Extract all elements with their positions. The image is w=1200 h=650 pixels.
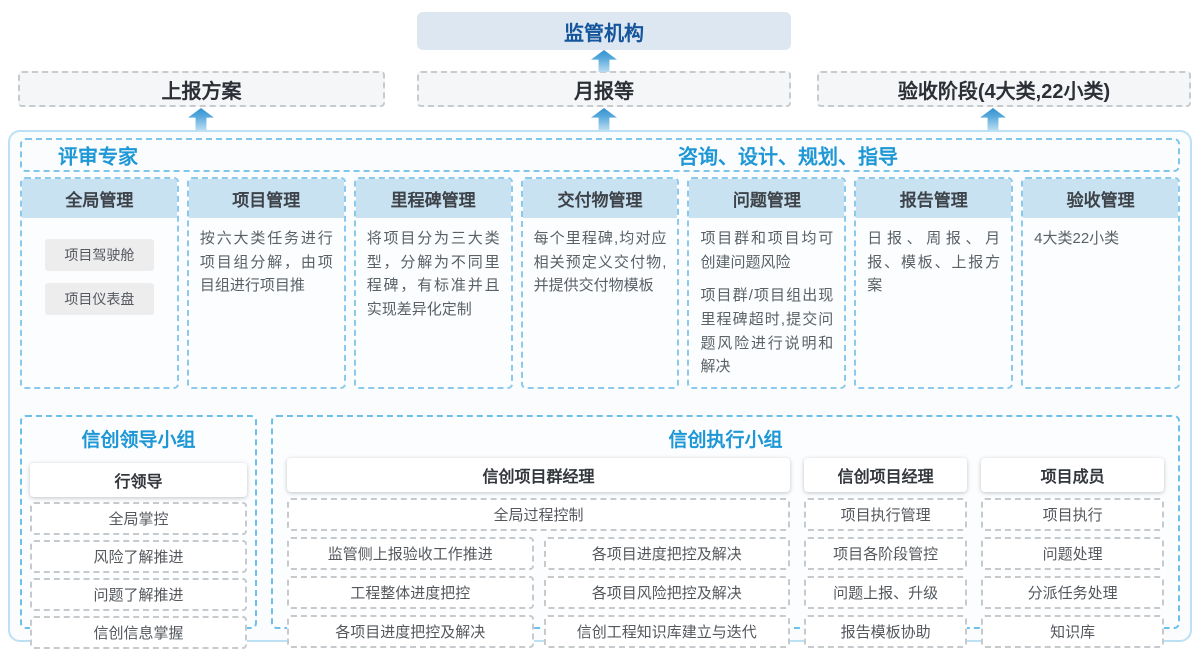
column-text: 项目群/项目组出现里程碑超时,提交问题风险进行说明和解决: [700, 287, 834, 376]
program-manager-item: 工程整体进度把控: [287, 576, 534, 609]
column-issue-management: 问题管理 项目群和项目均可创建问题风险 项目群/项目组出现里程碑超时,提交问题风…: [687, 177, 847, 389]
leadership-group-box: 信创领导小组 行领导 全局掌控 风险了解推进 问题了解推进 信创信息掌握: [20, 415, 257, 649]
program-manager-item: 信创工程知识库建立与迭代: [543, 615, 790, 648]
monthly-report-box: 月报等: [417, 71, 791, 107]
column-milestone-management: 里程碑管理 将项目分为三大类型，分解为不同里程碑，有标准并且实现差异化定制: [353, 177, 513, 389]
column-global-management: 全局管理 项目驾驶舱 项目仪表盘: [20, 177, 179, 389]
column-title: 问题管理: [689, 179, 845, 218]
program-manager-section: 信创项目群经理 全局过程控制 监管侧上报验收工作推进 各项目进度把控及解决 工程…: [287, 458, 790, 648]
column-text: 日报、周报、月报、模板、上报方案: [867, 230, 1001, 295]
execution-group-title: 信创执行小组: [668, 430, 783, 451]
arrow-up-icon: [591, 50, 617, 72]
management-columns: 全局管理 项目驾驶舱 项目仪表盘 项目管理 按六大类任务进行项目组分解，由项目组…: [20, 177, 1181, 389]
column-title: 报告管理: [856, 179, 1012, 218]
project-manager-section: 信创项目经理 项目执行管理 项目各阶段管控 问题上报、升级 报告模板协助: [804, 458, 968, 648]
project-manager-item: 问题上报、升级: [804, 576, 968, 609]
program-manager-item: 全局过程控制: [287, 498, 790, 531]
leader-item: 信创信息掌握: [30, 616, 247, 649]
leadership-group-title: 信创领导小组: [81, 430, 196, 451]
project-manager-item: 报告模板协助: [804, 615, 968, 648]
arrow-up-icon: [188, 108, 214, 130]
chip-project-dashboard: 项目仪表盘: [45, 283, 154, 316]
program-manager-role: 信创项目群经理: [287, 458, 790, 492]
column-body: 4大类22小类: [1023, 218, 1178, 270]
column-project-management: 项目管理 按六大类任务进行项目组分解，由项目组进行项目推: [186, 177, 346, 389]
arrow-up-icon: [980, 108, 1006, 130]
project-member-role: 项目成员: [981, 458, 1164, 492]
project-member-section: 项目成员 项目执行 问题处理 分派任务处理 知识库: [981, 458, 1164, 648]
column-title: 里程碑管理: [355, 179, 511, 218]
column-deliverable-management: 交付物管理 每个里程碑,均对应相关预定义交付物,并提供交付物模板: [520, 177, 680, 389]
project-member-item: 分派任务处理: [981, 576, 1164, 609]
column-title: 验收管理: [1023, 179, 1179, 218]
column-title: 全局管理: [22, 179, 177, 218]
execution-group-box: 信创执行小组 信创项目群经理 全局过程控制 监管侧上报验收工作推进 各项目进度把…: [271, 415, 1180, 648]
column-body: 将项目分为三大类型，分解为不同里程碑，有标准并且实现差异化定制: [356, 218, 511, 341]
execution-sections: 信创项目群经理 全局过程控制 监管侧上报验收工作推进 各项目进度把控及解决 工程…: [287, 458, 1164, 648]
program-manager-item: 各项目进度把控及解决: [287, 615, 534, 648]
regulator-box: 监管机构: [417, 12, 791, 50]
column-acceptance-management: 验收管理 4大类22小类: [1021, 177, 1181, 389]
project-member-item: 项目执行: [981, 498, 1164, 531]
consulting-design-label: 咨询、设计、规划、指导: [678, 146, 898, 169]
groups-row: 信创领导小组 行领导 全局掌控 风险了解推进 问题了解推进 信创信息掌握 信创执…: [20, 415, 1180, 649]
experts-band: 评审专家 咨询、设计、规划、指导: [20, 138, 1180, 172]
column-text: 4大类22小类: [1034, 230, 1120, 247]
program-manager-item: 监管侧上报验收工作推进: [287, 537, 534, 570]
report-plan-box: 上报方案: [18, 71, 385, 107]
project-manager-item: 项目执行管理: [804, 498, 968, 531]
column-body: 项目驾驶舱 项目仪表盘: [22, 218, 177, 324]
project-manager-item: 项目各阶段管控: [804, 537, 968, 570]
column-title: 交付物管理: [522, 179, 678, 218]
leader-item: 全局掌控: [30, 502, 247, 535]
column-body: 每个里程碑,均对应相关预定义交付物,并提供交付物模板: [523, 218, 678, 317]
leader-item: 风险了解推进: [30, 540, 247, 573]
platform-container: 评审专家 咨询、设计、规划、指导 全局管理 项目驾驶舱 项目仪表盘 项目管理 按…: [8, 130, 1192, 649]
column-text: 将项目分为三大类型，分解为不同里程碑，有标准并且实现差异化定制: [366, 230, 500, 319]
program-manager-grid: 监管侧上报验收工作推进 各项目进度把控及解决 工程整体进度把控 各项目风险把控及…: [287, 537, 790, 648]
column-body: 日报、周报、月报、模板、上报方案: [856, 218, 1011, 317]
project-member-item: 问题处理: [981, 537, 1164, 570]
arrow-up-icon: [591, 108, 617, 130]
column-title: 项目管理: [188, 179, 344, 218]
column-report-management: 报告管理 日报、周报、月报、模板、上报方案: [854, 177, 1014, 389]
acceptance-stage-box: 验收阶段(4大类,22小类): [817, 71, 1191, 107]
column-text: 每个里程碑,均对应相关预定义交付物,并提供交付物模板: [533, 230, 667, 295]
project-member-item: 知识库: [981, 615, 1164, 648]
column-body: 按六大类任务进行项目组分解，由项目组进行项目推: [189, 218, 344, 317]
column-text: 项目群和项目均可创建问题风险: [700, 230, 834, 271]
program-manager-item: 各项目进度把控及解决: [543, 537, 790, 570]
chip-project-cockpit: 项目驾驶舱: [45, 239, 154, 272]
leader-item: 问题了解推进: [30, 578, 247, 611]
column-body: 项目群和项目均可创建问题风险 项目群/项目组出现里程碑超时,提交问题风险进行说明…: [689, 218, 844, 387]
review-experts-label: 评审专家: [58, 146, 138, 169]
program-manager-item: 各项目风险把控及解决: [543, 576, 790, 609]
column-text: 按六大类任务进行项目组分解，由项目组进行项目推: [199, 230, 333, 295]
bank-leader-role: 行领导: [30, 463, 247, 497]
project-manager-role: 信创项目经理: [804, 458, 968, 492]
